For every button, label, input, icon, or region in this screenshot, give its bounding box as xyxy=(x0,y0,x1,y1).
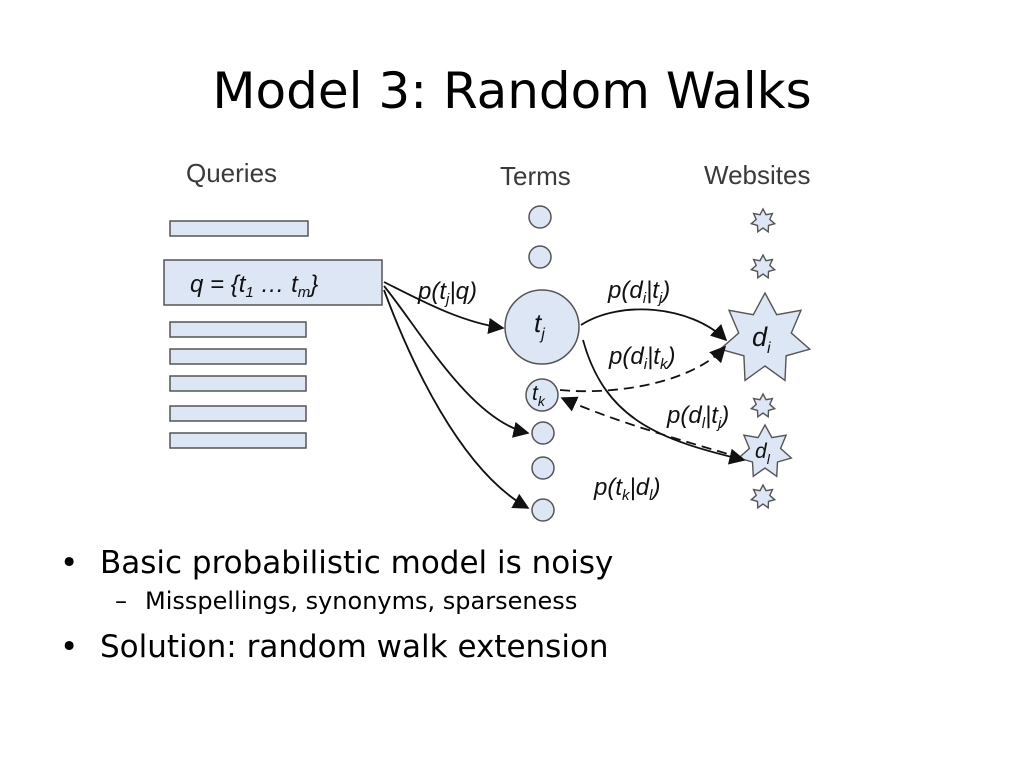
query-box xyxy=(163,259,383,306)
term-node-tj xyxy=(504,289,580,365)
website-node xyxy=(749,207,777,234)
term-node xyxy=(528,245,552,269)
website-node xyxy=(749,253,777,280)
term-node xyxy=(531,456,555,480)
di-node-label: di xyxy=(752,322,771,357)
slide-title: Model 3: Random Walks xyxy=(212,62,812,120)
edge-tj-to-dl xyxy=(582,339,746,465)
query-bar xyxy=(169,220,309,237)
edge-tk-to-di xyxy=(559,345,727,393)
term-node xyxy=(531,498,555,522)
website-node xyxy=(749,483,777,510)
tk-node-label: tk xyxy=(532,382,546,409)
bullet-list: • Basic probabilistic model is noisy – M… xyxy=(60,545,613,671)
dl-node-label: dl xyxy=(755,440,771,467)
edge-label-p-dl-tj: p(dl|tj) xyxy=(666,402,729,432)
bullet-text: Basic probabilistic model is noisy xyxy=(100,545,614,581)
bullet-marker: • xyxy=(60,629,79,665)
bullet-item: • Basic probabilistic model is noisy xyxy=(60,545,613,581)
edge-dl-to-tk xyxy=(560,396,743,459)
term-node-tk xyxy=(525,378,559,412)
edge-q-to-tj xyxy=(383,281,505,335)
edge-label-p-tk-dl: p(tk|dl) xyxy=(593,474,660,504)
query-bar xyxy=(169,375,307,392)
terms-column-label: Terms xyxy=(500,161,571,191)
websites-column-label: Websites xyxy=(704,160,810,190)
query-box-label: q = {t1 … tm} xyxy=(190,271,318,301)
edge-label-p-di-tj: p(di|tj) xyxy=(607,277,670,307)
term-nodes xyxy=(504,205,580,522)
random-walk-diagram: Queries Terms Websites q = {t1 … tm} tj … xyxy=(163,158,812,522)
term-node xyxy=(531,421,555,445)
edge-label-p-di-tk: p(di|tk) xyxy=(608,343,675,373)
query-bar xyxy=(169,405,307,422)
query-bar xyxy=(169,348,307,365)
query-bar xyxy=(169,432,307,449)
website-node-di xyxy=(718,291,812,382)
edge-tj-to-di xyxy=(580,308,728,342)
sub-bullet-marker: – xyxy=(115,587,127,615)
query-bar xyxy=(169,321,307,338)
queries-column-label: Queries xyxy=(186,158,277,188)
sub-bullet-item: – Misspellings, synonyms, sparseness xyxy=(60,587,613,615)
website-node-dl xyxy=(737,423,793,478)
query-list xyxy=(169,220,309,449)
tj-node-label: tj xyxy=(534,308,545,343)
bullet-item: • Solution: random walk extension xyxy=(60,629,613,665)
bullet-text: Solution: random walk extension xyxy=(100,629,609,665)
edge-q-to-term xyxy=(383,285,530,438)
edge-label-p-tj-q: p(tj|q) xyxy=(417,278,477,308)
website-node xyxy=(749,392,777,419)
term-node xyxy=(528,205,552,229)
sub-bullet-text: Misspellings, synonyms, sparseness xyxy=(145,587,578,615)
edge-q-to-term xyxy=(383,289,530,509)
bullet-marker: • xyxy=(60,545,79,581)
website-nodes xyxy=(718,207,812,510)
